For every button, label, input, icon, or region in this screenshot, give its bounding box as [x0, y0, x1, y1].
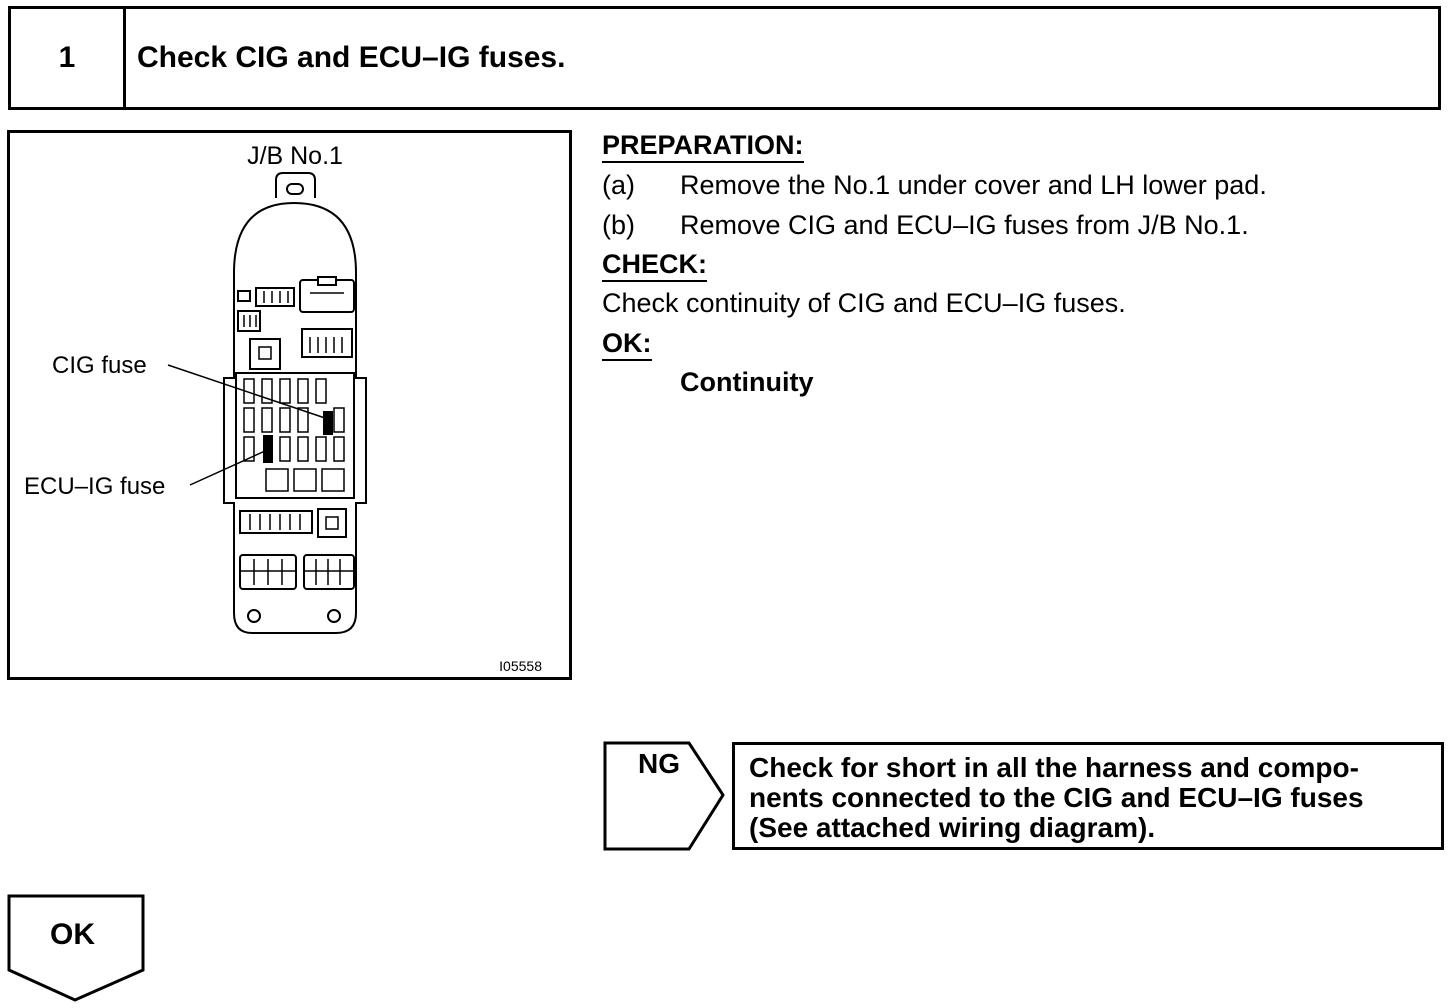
check-heading: CHECK:	[602, 248, 707, 282]
ng-arrow-box	[603, 741, 725, 851]
cig-fuse-callout: CIG fuse	[52, 352, 147, 379]
ok-arrow-box	[7, 894, 145, 1002]
item-text: Remove CIG and ECU–IG fuses from J/B No.…	[680, 210, 1249, 240]
step-title: Check CIG and ECU–IG fuses.	[137, 41, 566, 74]
ok-flow-label: OK	[50, 918, 95, 951]
figure-title: J/B No.1	[247, 142, 343, 170]
ecu-ig-fuse	[263, 435, 273, 463]
ng-result-line: (See attached wiring diagram).	[749, 812, 1156, 843]
ok-spec-value: Continuity	[680, 367, 814, 397]
ng-result-line: Check for short in all the harness and c…	[749, 752, 1359, 783]
item-label: (a)	[602, 170, 635, 200]
figure-id: I05558	[499, 658, 542, 674]
junction-block-diagram: J/B No.1	[24, 142, 542, 674]
step-number: 1	[11, 9, 126, 107]
junction-block-figure: J/B No.1	[7, 130, 572, 680]
ok-heading: OK:	[602, 327, 652, 361]
ecu-ig-fuse-callout: ECU–IG fuse	[24, 473, 165, 500]
check-text: Check continuity of CIG and ECU–IG fuses…	[602, 288, 1126, 318]
ng-result-box: Check for short in all the harness and c…	[732, 742, 1444, 850]
item-text: Remove the No.1 under cover and LH lower…	[680, 170, 1267, 200]
ng-result-line: nents connected to the CIG and ECU–IG fu…	[749, 782, 1364, 813]
item-label: (b)	[602, 210, 635, 240]
junction-block-outline	[223, 201, 367, 634]
preparation-heading: PREPARATION:	[602, 129, 804, 163]
step-header: 1 Check CIG and ECU–IG fuses.	[8, 6, 1441, 110]
ng-label: NG	[638, 748, 680, 779]
fuse-panel	[235, 372, 355, 499]
cig-fuse	[323, 411, 333, 435]
fuse-grid	[243, 378, 345, 492]
